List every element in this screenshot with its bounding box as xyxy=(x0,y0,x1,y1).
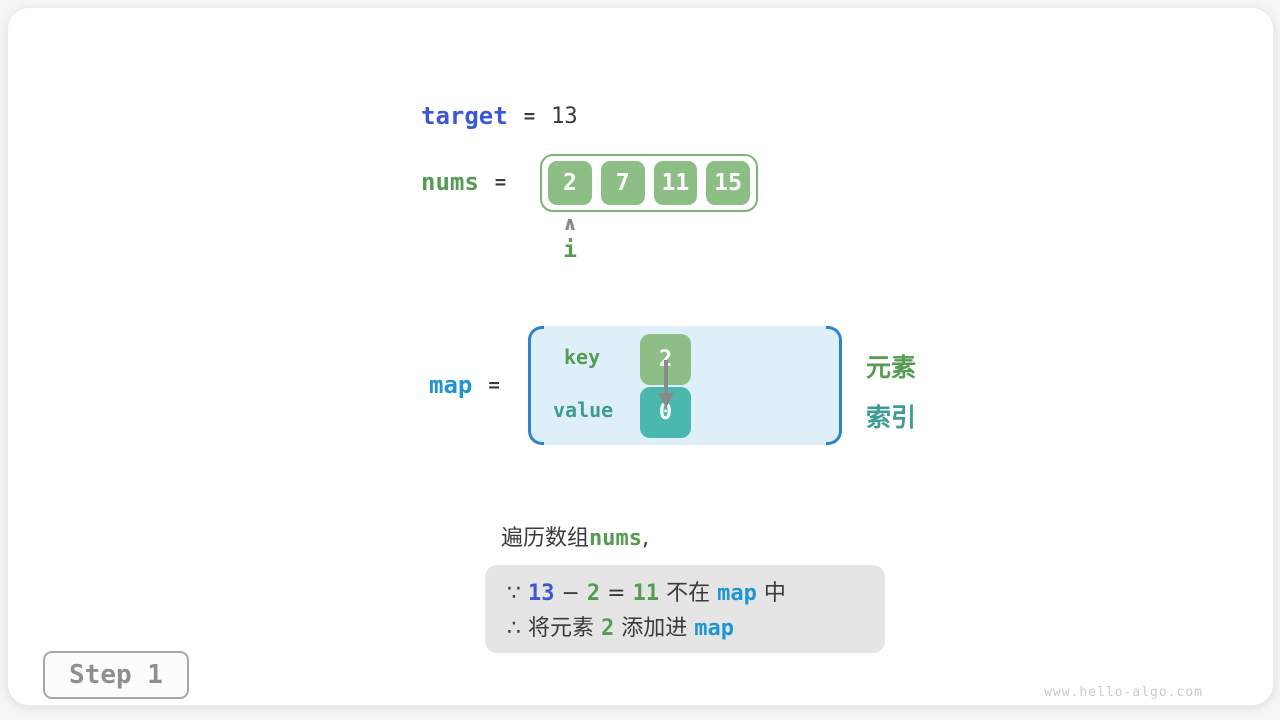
value-label: value xyxy=(553,398,614,422)
text-segment: 11 xyxy=(632,581,660,606)
watermark: www.hello-algo.com xyxy=(1044,685,1203,700)
target-assignment: target = 13 xyxy=(421,102,578,130)
map-container: key value 2 0 xyxy=(528,326,842,445)
text-segment: − xyxy=(554,581,587,606)
step-badge: Step 1 xyxy=(43,651,189,699)
map-variable: map xyxy=(429,371,473,399)
array-cell: 11 xyxy=(653,161,698,205)
nums-array: 2 7 11 15 xyxy=(540,154,758,212)
equals-sign: = xyxy=(523,105,536,127)
pointer-label: i xyxy=(563,237,577,263)
array-cell: 7 xyxy=(600,161,645,205)
map-assignment: map = xyxy=(429,371,500,399)
nums-assignment: nums = xyxy=(421,168,506,196)
text-segment: 不在 xyxy=(659,581,718,606)
array-cell: 2 xyxy=(548,161,592,205)
right-bracket-icon xyxy=(826,326,842,445)
caption: 遍历数组 nums , xyxy=(501,520,649,552)
text-segment: map xyxy=(694,616,734,641)
text-segment: 添加进 xyxy=(614,616,695,641)
text-segment: 遍历数组 xyxy=(501,526,590,551)
index-label: 索引 xyxy=(866,403,917,432)
text-segment: nums xyxy=(589,526,642,551)
array-cell: 15 xyxy=(706,161,750,205)
nums-variable: nums xyxy=(421,168,479,196)
note-line-1: ∵ 13 − 2 = 11 不在 map 中 xyxy=(507,576,863,611)
note-box: ∵ 13 − 2 = 11 不在 map 中 ∴ 将元素 2 添加进 map xyxy=(485,565,885,653)
key-to-value-arrow-icon xyxy=(658,360,674,408)
note-line-2: ∴ 将元素 2 添加进 map xyxy=(507,611,863,646)
text-segment: 2 xyxy=(586,581,601,606)
text-segment: ∵ xyxy=(507,581,528,606)
text-segment: = xyxy=(600,581,633,606)
text-segment: , xyxy=(642,526,649,551)
equals-sign: = xyxy=(488,374,500,396)
element-label: 元素 xyxy=(866,353,917,382)
text-segment: 13 xyxy=(528,581,555,606)
pointer-caret-icon: ∧ xyxy=(562,213,578,235)
target-variable: target xyxy=(421,102,508,130)
key-label: key xyxy=(564,345,601,369)
text-segment: 2 xyxy=(600,616,615,641)
text-segment: ∴ 将元素 xyxy=(507,616,601,641)
figure-card: target = 13 nums = 2 7 11 15 ∧ i map = k… xyxy=(7,7,1274,706)
equals-sign: = xyxy=(494,171,507,193)
text-segment: 中 xyxy=(756,581,786,606)
text-segment: map xyxy=(717,581,757,606)
left-bracket-icon xyxy=(528,326,544,445)
target-value: 13 xyxy=(551,103,578,129)
